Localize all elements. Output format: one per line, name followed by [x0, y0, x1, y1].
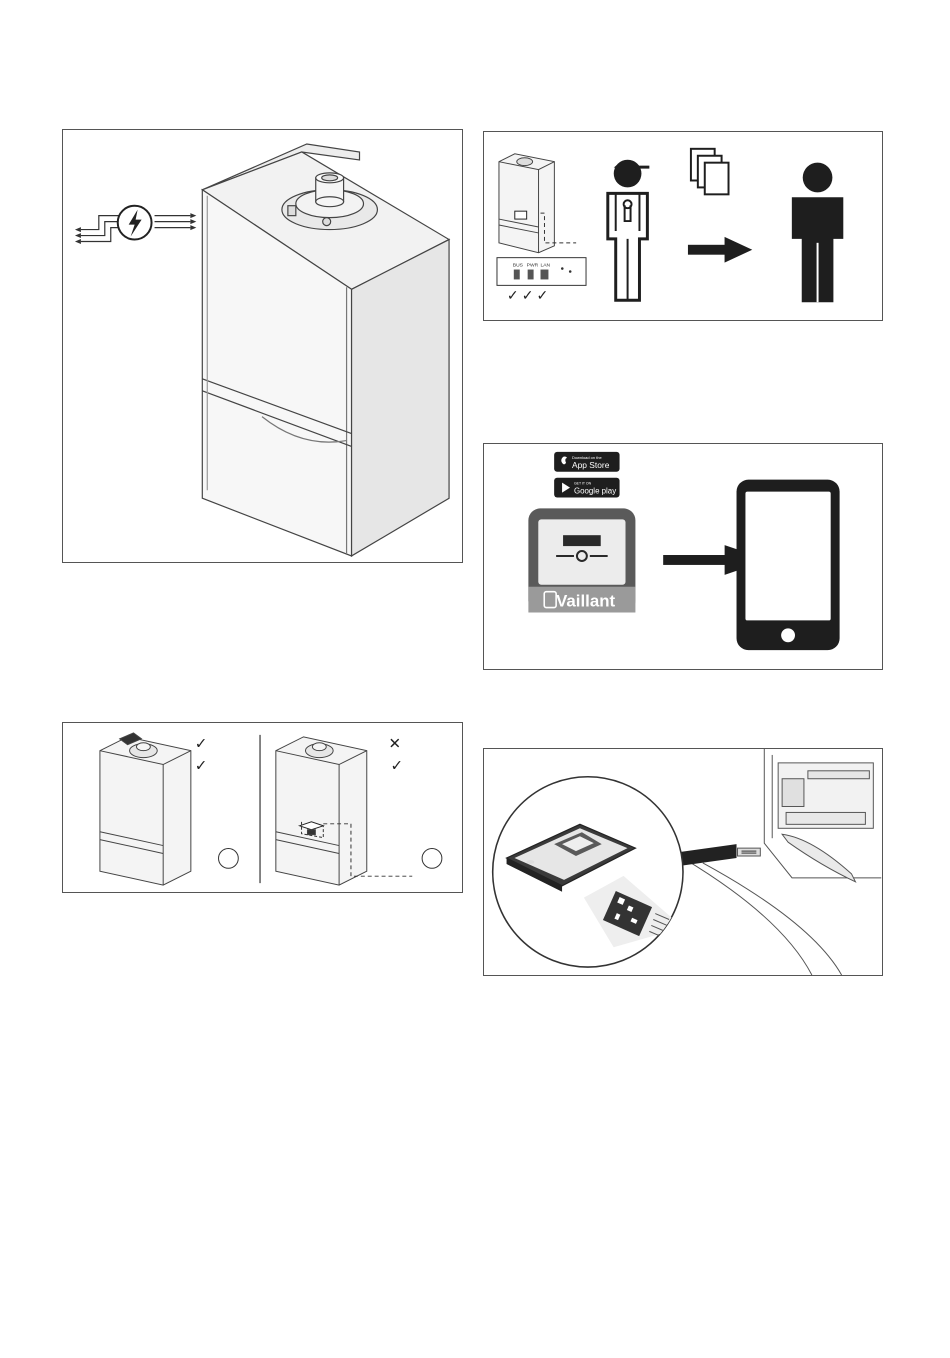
smartphone-icon: [737, 480, 840, 650]
callout-circle: [422, 849, 442, 869]
google-play-small-text: GET IT ON: [574, 482, 592, 486]
module-position-drawing: ✓ ✓ ✕ ✓: [63, 723, 462, 892]
status-marks-left: ✓ ✓: [195, 737, 207, 775]
boiler-small: [499, 154, 554, 253]
documents-icon: [691, 149, 729, 195]
handover-arrow-icon: [688, 237, 752, 263]
lens-pointer: [679, 844, 736, 866]
magnifier: [493, 777, 683, 967]
scan-code-drawing: [484, 749, 882, 975]
handover-drawing: BUS PWR LAN ✓ ✓ ✓: [484, 132, 882, 320]
check-icon: ✓: [507, 287, 519, 303]
boiler-module-inside: [276, 737, 367, 885]
terminal-label-bus: BUS: [513, 263, 524, 269]
terminal-label-lan: LAN: [541, 263, 551, 269]
cross-icon: ✕: [389, 737, 401, 753]
google-play-badge: GET IT ON Google play: [554, 478, 619, 498]
check-icon: ✓: [195, 737, 207, 753]
check-icon: ✓: [390, 758, 402, 774]
app-download-drawing: Download on the App Store GET IT ON Goog…: [484, 444, 882, 669]
check-icon: ✓: [195, 758, 207, 774]
google-play-text: Google play: [574, 487, 616, 496]
callout-circle: [219, 849, 239, 869]
module-position-illustration: ✓ ✓ ✕ ✓: [62, 722, 463, 893]
terminal-block: BUS PWR LAN: [497, 258, 586, 286]
app-store-badge: Download on the App Store: [554, 452, 619, 472]
boiler-electrical-illustration: [62, 129, 463, 563]
app-download-illustration: Download on the App Store GET IT ON Goog…: [483, 443, 883, 670]
status-marks-right: ✕ ✓: [389, 737, 403, 775]
boiler-drawing: [63, 130, 462, 562]
boiler-module-on-top: [100, 733, 191, 885]
module-icon: [515, 211, 527, 219]
high-voltage-icon: [118, 206, 152, 240]
handover-illustration: BUS PWR LAN ✓ ✓ ✓: [483, 131, 883, 321]
scan-code-illustration: [483, 748, 883, 976]
check-icon: ✓: [537, 287, 549, 303]
check-icon: ✓: [522, 287, 534, 303]
check-marks: ✓ ✓ ✓: [507, 287, 548, 303]
installer-icon: [608, 160, 650, 301]
app-store-text: App Store: [572, 460, 610, 470]
terminal-label-pwr: PWR: [527, 263, 539, 269]
user-icon: [792, 163, 843, 303]
vaillant-app-icon: Vaillant: [528, 508, 635, 612]
brand-name: Vaillant: [556, 592, 615, 611]
boiler-interior: [683, 749, 881, 975]
